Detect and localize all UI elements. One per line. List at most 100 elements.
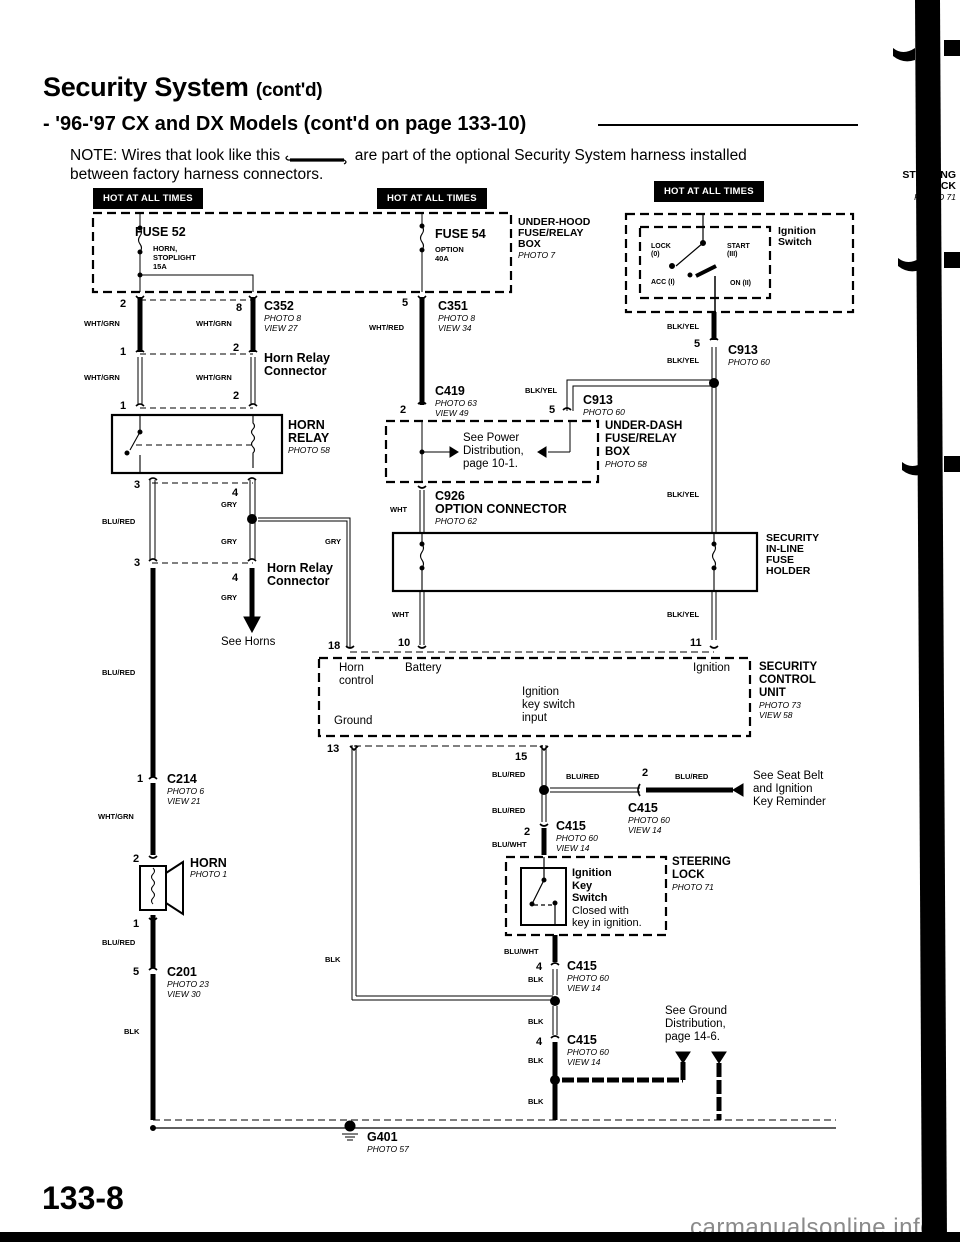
terminal-ground: Ground [334, 715, 373, 727]
ground-symbol-icon [342, 1133, 358, 1141]
pin-number: 2 [642, 767, 649, 779]
c351-view: VIEW 34 [438, 323, 472, 333]
note-part-1: NOTE: Wires that look like this [70, 147, 281, 164]
c419-label: C419 [435, 384, 465, 398]
wire-color-label: BLK [124, 1027, 140, 1036]
security-control-unit-outline [317, 656, 752, 738]
steering-lock-bottom-1: STEERING [672, 856, 731, 868]
pin-number: 15 [515, 751, 528, 763]
pin-number: 1 [120, 346, 127, 358]
wire-color-label: WHT/GRN [98, 812, 134, 821]
inline-fuse-name-4: HOLDER [766, 565, 811, 577]
wire-color-label: WHT/GRN [84, 373, 120, 382]
switch-pos-acc: ACC (I) [651, 279, 675, 286]
switch-pos-on: ON (II) [730, 280, 751, 287]
note-part-2: are part of the optional Security System… [354, 147, 747, 164]
scu-name-3: UNIT [759, 687, 786, 699]
ignition-switch-name-1: Ignition [778, 225, 816, 237]
c926-photo: PHOTO 62 [435, 516, 477, 526]
c415-label-a: C415 [628, 801, 658, 815]
wire-color-label: BLU/RED [102, 938, 136, 947]
hrc1-name-2: Connector [264, 364, 327, 378]
hot-at-all-times-badge-2: HOT AT ALL TIMES [377, 188, 487, 209]
fuse-52-icon [137, 213, 254, 292]
wire-color-label: BLK/YEL [667, 322, 700, 331]
underdash-photo: PHOTO 58 [605, 459, 647, 469]
fuse-52-desc-2: STOPLIGHT [153, 253, 196, 262]
term-horn-2: control [339, 675, 374, 687]
c415-label-d: C415 [567, 1033, 597, 1047]
pin-number: 3 [134, 557, 141, 569]
underdash-name-1: UNDER-DASH [605, 420, 683, 432]
pin-number: 4 [232, 487, 239, 499]
c415b-view: VIEW 14 [556, 843, 590, 853]
scu-view: VIEW 58 [759, 710, 793, 720]
pin-number: 2 [400, 404, 407, 416]
inline-fuse-icon [419, 533, 717, 591]
wire-color-label: BLK [528, 1056, 544, 1065]
pin-number: 4 [536, 961, 543, 973]
security-control-unit-label: SECURITY CONTROL UNIT PHOTO 73 VIEW 58 [759, 661, 817, 720]
ignition-switch-outline [638, 225, 772, 300]
c352-photo-text: PHOTO 8 [264, 313, 302, 323]
key-switch-1: Ignition [572, 867, 612, 879]
pin-number: 5 [133, 966, 140, 978]
c415d-photo: PHOTO 60 [567, 1047, 609, 1057]
fuse-52-desc-1: HORN, [153, 244, 178, 253]
fuse-54-label: FUSE 54 [435, 227, 486, 241]
seatbelt-ref-3: Key Reminder [753, 796, 826, 808]
note-text: NOTE: Wires that look like this are part… [70, 146, 830, 184]
underhood-photo: PHOTO 7 [518, 250, 556, 260]
c913-photo-a: PHOTO 60 [583, 407, 625, 417]
note-part-3: between factory harness connectors. [70, 166, 324, 183]
term-key-2: key switch [522, 699, 576, 711]
wire-color-label: BLK/YEL [667, 490, 700, 499]
horn-relay-icon [129, 415, 256, 473]
underhood-box-label: UNDER-HOOD FUSE/RELAY BOX PHOTO 7 [518, 216, 591, 261]
wire-color-label: GRY [325, 537, 341, 546]
wire-color-label: BLK/YEL [667, 610, 700, 619]
steering-lock-bottom-photo: PHOTO 71 [672, 882, 714, 892]
c214-label: C214 [167, 772, 197, 786]
key-switch-4: Closed with [572, 904, 629, 917]
term-key-3: input [522, 712, 547, 724]
fuse-54-desc: OPTION 40A [435, 245, 464, 263]
terminal-battery: Battery [405, 662, 442, 674]
term-horn-1: Horn [339, 662, 364, 674]
inline-fuse-holder-outline [391, 531, 759, 593]
optional-wire-symbol-icon [284, 151, 350, 165]
steering-lock-bottom-outline [504, 855, 668, 937]
wire-color-label: BLU/RED [675, 772, 709, 781]
wire-color-label: GRY [221, 537, 237, 546]
ignition-key-switch-icon [532, 857, 556, 925]
c351-photo-text: PHOTO 8 [438, 313, 476, 323]
see-horns-ref[interactable]: See Horns [221, 636, 276, 648]
wire-color-label: BLU/RED [566, 772, 600, 781]
seatbelt-ref-2: and Ignition [753, 783, 813, 795]
underdash-name-2: FUSE/RELAY [605, 433, 677, 445]
page-number: 133-8 [42, 1180, 124, 1216]
horn-relay-photo: PHOTO 58 [288, 445, 330, 455]
g401-photo: PHOTO 57 [367, 1144, 409, 1154]
page-title: Security System (cont'd) [43, 72, 323, 103]
c352-view: VIEW 27 [264, 323, 298, 333]
pin-number: 8 [236, 302, 243, 314]
c201-photo-text: PHOTO 23 [167, 979, 209, 989]
power-distribution-ref[interactable]: See Power Distribution, page 10-1. [463, 432, 524, 471]
scu-photo: PHOTO 73 [759, 700, 801, 710]
steering-lock-top-name-2: LOCK [926, 180, 956, 192]
horn-relay-name-2: RELAY [288, 431, 330, 445]
c419-view: VIEW 49 [435, 408, 469, 418]
inline-fuse-name-1: SECURITY [766, 532, 820, 544]
hrc2-name-2: Connector [267, 574, 330, 588]
underhood-name-1: UNDER-HOOD [518, 216, 591, 228]
